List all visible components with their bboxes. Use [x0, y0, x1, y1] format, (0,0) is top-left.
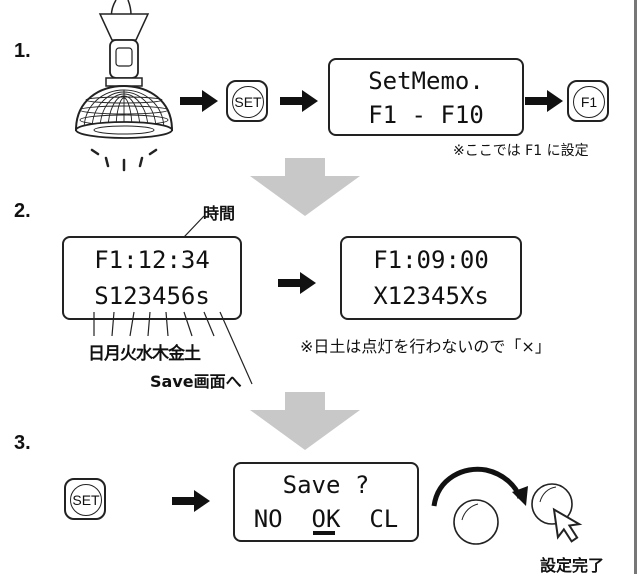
lcd-timer-before: F1:12:34 S123456s	[62, 236, 242, 320]
lcd-line-1: F1:09:00	[373, 246, 489, 274]
lcd-line-1: F1:12:34	[94, 246, 210, 274]
lcd-timer-after: F1:09:00 X12345Xs	[340, 236, 522, 320]
note-f1: ※ここでは F1 に設定	[453, 143, 589, 159]
arrow-right-icon	[180, 90, 218, 112]
lcd-line-2: S123456s	[94, 282, 210, 310]
option-ok: OK	[311, 505, 341, 533]
time-label: 時間	[203, 204, 236, 223]
option-cl: CL	[369, 505, 399, 533]
day-pointer-lines	[93, 311, 253, 385]
down-arrow-icon	[250, 158, 360, 216]
page-border	[634, 0, 637, 574]
arrow-right-icon	[525, 90, 563, 112]
lcd-line-1: SetMemo.	[368, 67, 484, 95]
lcd-line-2: F1 - F10	[368, 101, 484, 129]
arrow-right-icon	[172, 490, 210, 512]
done-label: 設定完了	[540, 556, 605, 575]
lcd-line-1: Save ?	[282, 471, 370, 499]
arrow-right-icon	[280, 90, 318, 112]
lcd-setmemo: SetMemo. F1 - F10	[328, 58, 524, 136]
lcd-options: NO OK CL	[235, 502, 417, 536]
lamp-icon	[74, 0, 174, 172]
set-button[interactable]: SET	[64, 478, 106, 520]
lcd-save: Save ? NO OK CL	[233, 462, 419, 542]
save-screen-label: Save画面へ	[150, 372, 242, 391]
f1-button[interactable]: F1	[567, 80, 609, 122]
press-knob-icon	[531, 483, 583, 543]
set-button[interactable]: SET	[226, 80, 268, 122]
lcd-line-2: X12345Xs	[373, 282, 489, 310]
cursor-underline	[313, 531, 335, 535]
note-weekend: ※日土は点灯を行わないので「×」	[300, 337, 551, 356]
arrow-right-icon	[278, 272, 316, 294]
down-arrow-icon	[250, 392, 360, 450]
option-no: NO	[253, 505, 283, 533]
days-label: 日月火水木金土	[88, 344, 201, 364]
rotate-knob-icon	[431, 466, 528, 545]
set-button-label: SET	[70, 484, 102, 516]
step-number-3: 3.	[14, 432, 31, 454]
f1-button-label: F1	[573, 86, 605, 118]
set-button-label: SET	[232, 86, 264, 118]
step-number-2: 2.	[14, 200, 31, 222]
step-number-1: 1.	[14, 40, 31, 62]
